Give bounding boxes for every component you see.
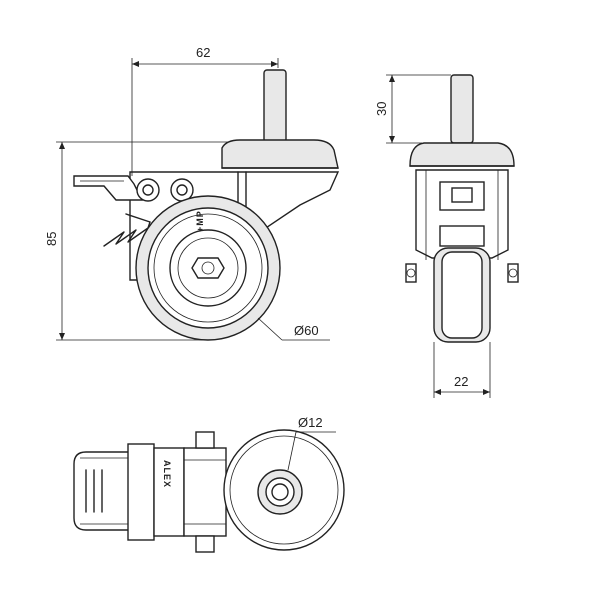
dim-total-height: 85 — [44, 232, 59, 246]
dim-stem-height: 30 — [374, 102, 389, 116]
brand-label: ALEX — [162, 460, 172, 488]
dim-wheel-width: 22 — [454, 374, 468, 389]
side-view: +MP 62 85 Ø60 — [44, 45, 340, 341]
front-view: 30 22 — [374, 74, 519, 398]
top-view: ALEX Ø12 — [73, 415, 345, 553]
dim-wheel-diameter: Ø60 — [294, 323, 319, 338]
dim-top-width: 62 — [196, 45, 210, 60]
dim-stem-diameter: Ø12 — [298, 415, 323, 430]
wheel-mark: +MP — [195, 210, 205, 232]
